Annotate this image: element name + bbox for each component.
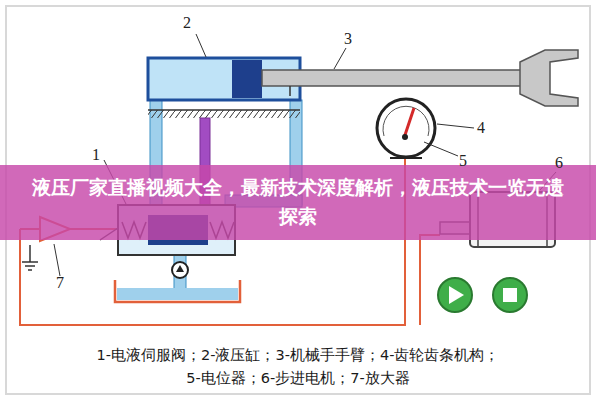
legend-text: 1-电液伺服阀；2-液压缸；3-机械手手臂；4-齿轮齿条机构；	[0, 346, 596, 365]
banner-text: 液压厂家直播视频大全，最新技术深度解析，液压技术一览无遗探索	[30, 173, 566, 232]
gear-rack-gauge	[377, 99, 435, 158]
oil-tank	[115, 280, 240, 302]
manipulator-arm	[262, 50, 578, 106]
callout-number: 2	[183, 14, 191, 32]
callout-number: 4	[477, 119, 485, 137]
callout-number: 5	[459, 152, 467, 170]
legend-text: 5-电位器；6-步进电机；7-放大器	[0, 369, 596, 388]
callout-number: 3	[344, 30, 352, 48]
callout-number: 1	[92, 146, 100, 164]
control-buttons	[438, 278, 527, 312]
banner-band: 液压厂家直播视频大全，最新技术深度解析，液压技术一览无遗探索	[0, 165, 596, 240]
pump	[172, 262, 188, 278]
callout-number: 6	[555, 154, 563, 172]
hydraulic-cylinder	[148, 58, 300, 118]
callout-number: 7	[56, 274, 64, 292]
